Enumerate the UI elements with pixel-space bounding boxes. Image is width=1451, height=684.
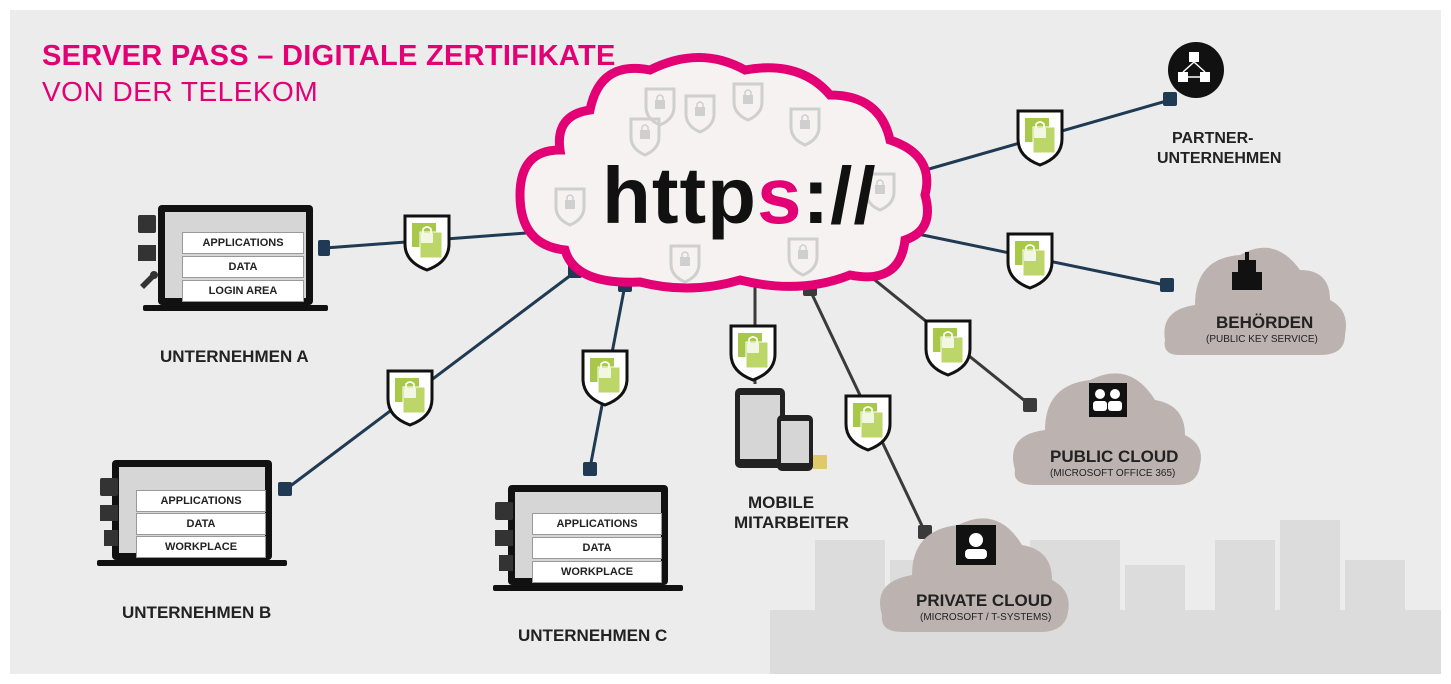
- laptop-b-workplace-button: WORKPLACE: [136, 536, 266, 558]
- private-cloud-shape: [880, 518, 1069, 632]
- https-text-s: s: [757, 151, 803, 240]
- people-icon: [1089, 383, 1127, 417]
- behoerden-label: BEHÖRDEN: [1216, 313, 1314, 332]
- main-cloud: [515, 53, 932, 293]
- unternehmen-a-label: UNTERNEHMEN A: [160, 347, 309, 366]
- side-icons-a: [138, 215, 158, 289]
- page-title: SERVER PASS – DIGITALE ZERTIFIKATE: [42, 40, 616, 72]
- behoerden-sublabel: (PUBLIC KEY SERVICE): [1206, 334, 1318, 345]
- unternehmen-b-label: UNTERNEHMEN B: [122, 603, 272, 622]
- diagram-canvas: [97, 42, 1441, 674]
- laptop-c-applications-button: APPLICATIONS: [532, 513, 662, 535]
- mobile-devices: [735, 388, 827, 471]
- person-icon: [956, 525, 996, 565]
- laptop-c-data-button: DATA: [532, 537, 662, 559]
- partner-label-line1: PARTNER-: [1172, 130, 1254, 147]
- public-cloud-shape: [1013, 373, 1201, 485]
- laptop-b-data-button: DATA: [136, 513, 266, 535]
- side-icons-c: [495, 502, 513, 571]
- partner-network-icon: [1168, 42, 1224, 98]
- laptop-a-data-button: DATA: [182, 256, 304, 278]
- background-panel: SERVER PASS – DIGITALE ZERTIFIKATE VON D…: [10, 10, 1441, 674]
- city-skyline: [770, 520, 1441, 674]
- partner-label-line2: UNTERNEHMEN: [1157, 150, 1282, 167]
- https-cloud-text: https://: [602, 150, 877, 242]
- mobile-label-line2: MITARBEITER: [734, 513, 849, 532]
- private-cloud-label: PRIVATE CLOUD: [916, 591, 1053, 610]
- public-cloud-label: PUBLIC CLOUD: [1050, 447, 1179, 466]
- public-cloud-sublabel: (MICROSOFT OFFICE 365): [1050, 468, 1176, 479]
- unternehmen-c-label: UNTERNEHMEN C: [518, 626, 668, 645]
- behoerden-cloud: [1164, 247, 1346, 355]
- https-text-http: http: [602, 151, 758, 240]
- laptop-b-applications-button: APPLICATIONS: [136, 490, 266, 512]
- page-subtitle: VON DER TELEKOM: [42, 76, 319, 107]
- laptop-a-applications-button: APPLICATIONS: [182, 232, 304, 254]
- private-cloud-sublabel: (MICROSOFT / T-SYSTEMS): [920, 612, 1052, 623]
- side-icons-b: [100, 478, 118, 546]
- building-icon: [1232, 252, 1262, 290]
- laptop-c-workplace-button: WORKPLACE: [532, 561, 662, 583]
- laptop-a-login-area-button: LOGIN AREA: [182, 280, 304, 302]
- https-text-slashes: ://: [802, 151, 877, 240]
- mobile-label-line1: MOBILE: [748, 493, 815, 512]
